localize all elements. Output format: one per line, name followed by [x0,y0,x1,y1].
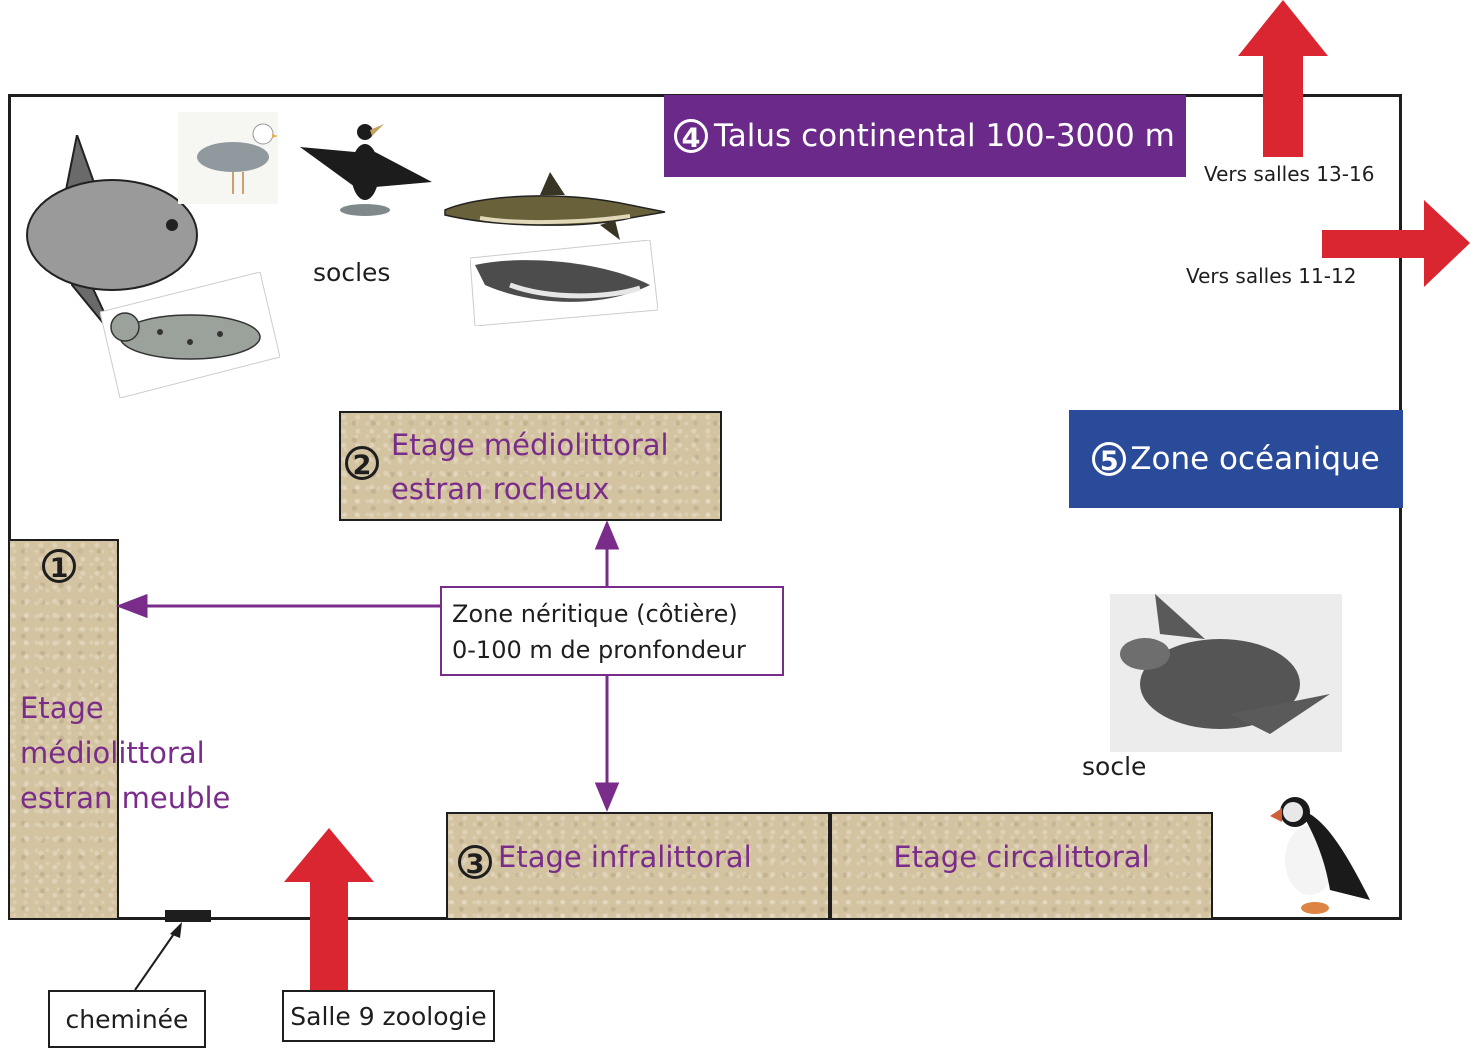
zone-5-number: 5 [1092,442,1127,477]
arrow-to-zone-3-head [594,782,620,812]
exit-right-arrow [1322,200,1470,287]
exit-up-arrow [1238,0,1328,157]
circalittoral-label: Etage circalittoral [893,840,1150,874]
gull-icon [178,112,278,204]
zone-estran-meuble-panel [8,539,119,920]
leatherback-turtle-icon [1110,594,1342,752]
seal-icon [100,272,280,398]
zone-1-label-line3: estran meuble [20,781,231,815]
fireplace-marker [165,910,211,922]
entrance-label: Salle 9 zoologie [282,990,495,1042]
puffin-icon [1270,797,1370,914]
pedestal-label: socle [1082,752,1147,781]
zone-1-label: Etage médiolittoral estran meuble [20,686,230,821]
zone-1-label-line1: Etage [20,691,104,725]
zone-estran-rocheux [339,411,722,521]
zone-infralittoral [446,812,830,920]
zone-2-label-line1: Etage médiolittoral [391,428,669,462]
fireplace-label: cheminée [48,990,206,1048]
zone-circalittoral [830,812,1213,920]
zone-1-label-line2: médiolittoral [20,736,205,770]
zone-4-label: Talus continental 100-3000 m [714,118,1175,154]
zone-oceanique: 5 Zone océanique [1069,410,1403,508]
neritic-line-1: Zone néritique (côtière) [452,600,738,628]
entrance-arrow [284,828,374,990]
zone-4-number: 4 [674,119,708,154]
zone-3-number: 3 [458,845,492,880]
cormorant-icon [300,124,432,216]
porpoise-icon [470,240,658,326]
neritic-zone-box: Zone néritique (côtière) 0-100 m de pron… [440,586,784,676]
pedestals-label: socles [313,258,391,287]
zone-talus-continental: 4 Talus continental 100-3000 m [664,95,1186,177]
zone-2-number: 2 [345,446,379,481]
dolphin-icon [444,172,666,240]
arrow-to-zone-1-head [115,593,148,619]
arrow-to-zone-2-head [594,520,620,550]
exit-up-label: Vers salles 13-16 [1204,162,1375,186]
neritic-line-2: 0-100 m de pronfondeur [452,636,746,664]
zone-5-label: Zone océanique [1130,441,1380,477]
zone-2-label: Etage médiolittoral estran rocheux [391,423,669,511]
fireplace-pointer-head [170,922,182,938]
zone-2-label-line2: estran rocheux [391,472,610,506]
fireplace-pointer-line [134,927,179,991]
zone-3-label: Etage infralittoral [498,840,752,874]
exit-right-label: Vers salles 11-12 [1186,264,1357,288]
zone-1-number: 1 [42,549,76,584]
